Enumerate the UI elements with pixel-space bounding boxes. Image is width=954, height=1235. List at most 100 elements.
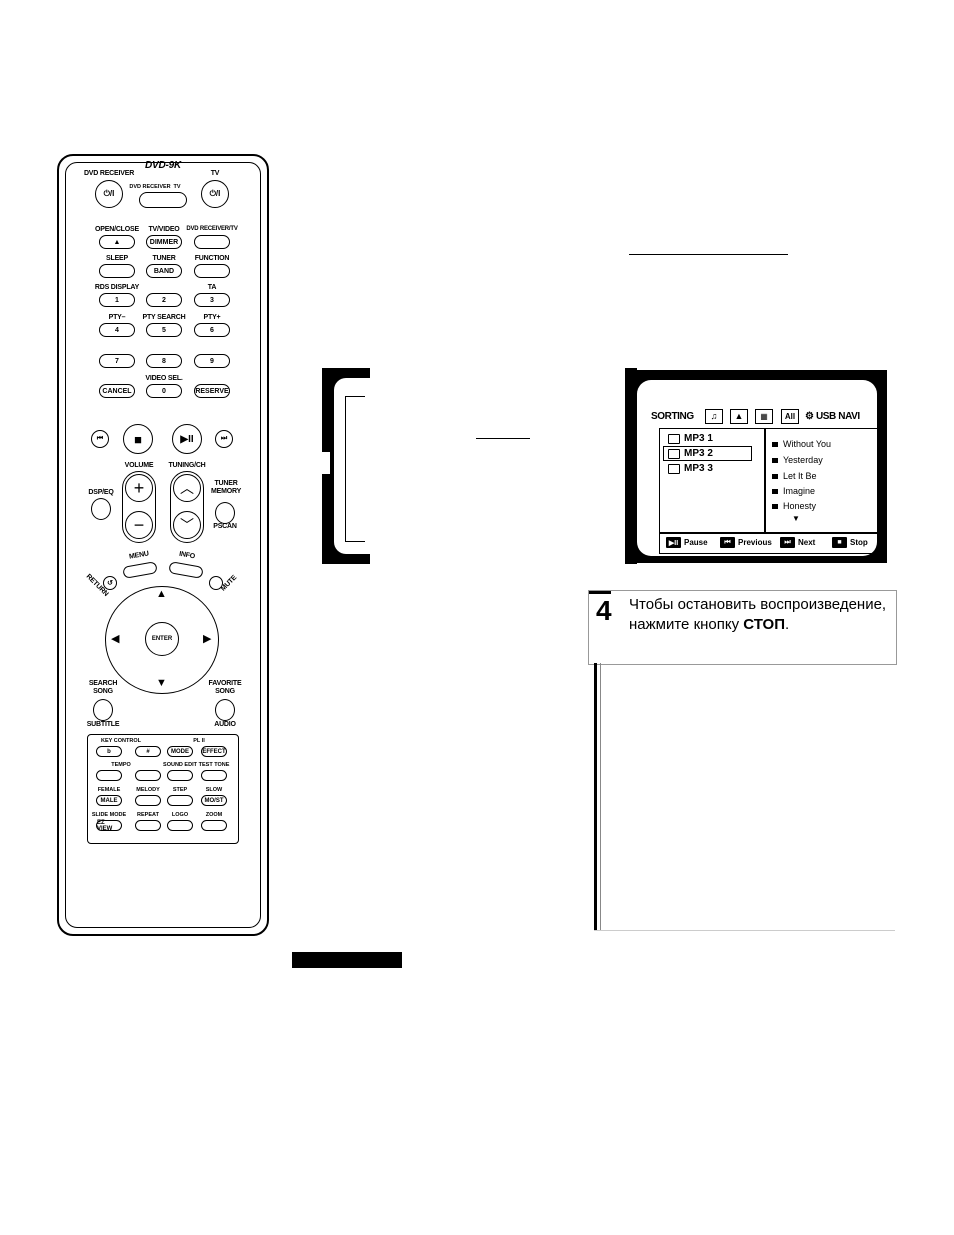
tuner-memory-button[interactable] [215, 502, 235, 524]
volume-up-button[interactable]: + [125, 474, 153, 502]
band-button[interactable]: BAND [146, 264, 182, 278]
digit-4-button[interactable]: 4 [99, 323, 135, 337]
sound-edit-button[interactable] [167, 770, 193, 781]
remote-control-illustration: DVD RECEIVER DVD-9K TV ⏻/I ⏻/I DVD RECEI… [57, 154, 269, 936]
cancel-button[interactable]: CANCEL [99, 384, 135, 398]
nav-right-icon[interactable]: ▶ [203, 633, 212, 645]
track-icon [772, 473, 778, 479]
next-control[interactable]: ⏭Next [780, 537, 815, 548]
search-song-button[interactable] [93, 699, 113, 721]
skip-forward-icon[interactable]: ⏭ [215, 430, 233, 448]
nav-up-icon[interactable]: ▲ [156, 588, 167, 600]
step-number: 4 [596, 595, 612, 626]
key-sharp-button[interactable]: # [135, 746, 161, 757]
panel-footer-divider [660, 532, 878, 534]
step-button[interactable] [167, 795, 193, 806]
film-icon[interactable]: ▦ [755, 409, 773, 424]
left-screen-panel-bottom [345, 541, 365, 542]
digit-3-button[interactable]: 3 [194, 293, 230, 307]
track-icon [772, 488, 778, 494]
melody-button[interactable] [135, 795, 161, 806]
logo-button[interactable] [167, 820, 193, 831]
track-item[interactable]: Imagine [772, 486, 815, 496]
nav-down-icon[interactable]: ▼ [156, 677, 167, 689]
digit-5-button[interactable]: 5 [146, 323, 182, 337]
tempo-up-button[interactable] [135, 770, 161, 781]
digit-6-button[interactable]: 6 [194, 323, 230, 337]
folder-icon [668, 463, 680, 474]
reserve-button[interactable]: RESERVE [194, 384, 230, 398]
folder-item[interactable]: MP3 1 [668, 433, 713, 444]
test-tone-button[interactable] [201, 770, 227, 781]
tuning-up-button[interactable]: ︿ [173, 474, 201, 502]
key-flat-button[interactable]: b [96, 746, 122, 757]
karaoke-panel [87, 734, 239, 844]
label-open-close: OPEN/CLOSE [95, 226, 139, 233]
favorite-song-button[interactable] [215, 699, 235, 721]
nav-left-icon[interactable]: ◀ [111, 633, 120, 645]
step-marker [589, 591, 611, 594]
male-button[interactable]: MALE [96, 795, 122, 806]
mode-button[interactable]: MODE [167, 746, 193, 757]
return-button[interactable]: ↺ [103, 576, 117, 590]
left-screen-inner [334, 378, 394, 554]
label-key-control: KEY CONTROL [101, 738, 141, 744]
mute-button[interactable] [209, 576, 223, 590]
track-item[interactable]: Yesterday [772, 455, 823, 465]
label-tempo: TEMPO [111, 762, 131, 768]
track-item[interactable]: Let It Be [772, 471, 817, 481]
tempo-down-button[interactable] [96, 770, 122, 781]
track-icon [772, 503, 778, 509]
track-item[interactable]: Honesty [772, 501, 816, 511]
dimmer-button[interactable]: DIMMER [146, 235, 182, 249]
left-screen-notch [322, 452, 330, 474]
previous-control[interactable]: ⏮Previous [720, 537, 772, 548]
label-subtitle: SUBTITLE [86, 721, 120, 728]
photo-icon[interactable]: ▲ [730, 409, 748, 424]
all-filter-button[interactable]: All [781, 409, 799, 424]
left-screen-panel-top [345, 396, 365, 397]
tuning-down-button[interactable]: ﹀ [173, 511, 201, 539]
mode-switch[interactable] [139, 192, 187, 208]
digit-9-button[interactable]: 9 [194, 354, 230, 368]
skip-back-icon[interactable]: ⏮ [91, 430, 109, 448]
stop-control[interactable]: ■Stop [832, 537, 868, 548]
digit-7-button[interactable]: 7 [99, 354, 135, 368]
enter-button[interactable]: ENTER [145, 622, 179, 656]
label-favorite-song: FAVORITE SONG [208, 680, 242, 695]
effect-button[interactable]: EFFECT [201, 746, 227, 757]
folder-item[interactable]: MP3 3 [668, 463, 713, 474]
mo-st-button[interactable]: MO/ST [201, 795, 227, 806]
dvd-power-button[interactable]: ⏻/I [95, 180, 123, 208]
stop-keyword: СТОП [743, 616, 785, 633]
usb-icon: ⚙ [805, 411, 814, 422]
open-close-button[interactable]: ▲ [99, 235, 135, 249]
folder-item-selected[interactable]: MP3 2 [668, 448, 713, 459]
music-note-icon[interactable]: ♫ [705, 409, 723, 424]
sleep-button[interactable] [99, 264, 135, 278]
dvd-receiver-tv-button[interactable] [194, 235, 230, 249]
function-button[interactable] [194, 264, 230, 278]
digit-0-button[interactable]: 0 [146, 384, 182, 398]
switch-label-tv: TV [173, 184, 181, 190]
repeat-button[interactable] [135, 820, 161, 831]
stop-button[interactable]: ■ [123, 424, 153, 454]
dvd-logo: DVD-9K [144, 160, 182, 171]
switch-label-dvd: DVD RECEIVER [129, 184, 171, 190]
digit-8-button[interactable]: 8 [146, 354, 182, 368]
play-pause-button[interactable]: ▶II [172, 424, 202, 454]
digit-2-button[interactable]: 2 [146, 293, 182, 307]
digit-1-button[interactable]: 1 [99, 293, 135, 307]
step-instruction: Чтобы остановить воспроизведение, нажмит… [629, 595, 891, 635]
volume-down-button[interactable]: − [125, 511, 153, 539]
folder-icon [668, 433, 680, 444]
step-bottom-line [594, 930, 895, 931]
dsp-eq-button[interactable] [91, 498, 111, 520]
label-function: FUNCTION [194, 255, 230, 262]
tv-power-button[interactable]: ⏻/I [201, 180, 229, 208]
track-item[interactable]: Without You [772, 439, 831, 449]
ez-view-button[interactable]: EZ VIEW [96, 820, 122, 832]
zoom-button[interactable] [201, 820, 227, 831]
scroll-down-icon[interactable]: ▼ [792, 514, 800, 523]
